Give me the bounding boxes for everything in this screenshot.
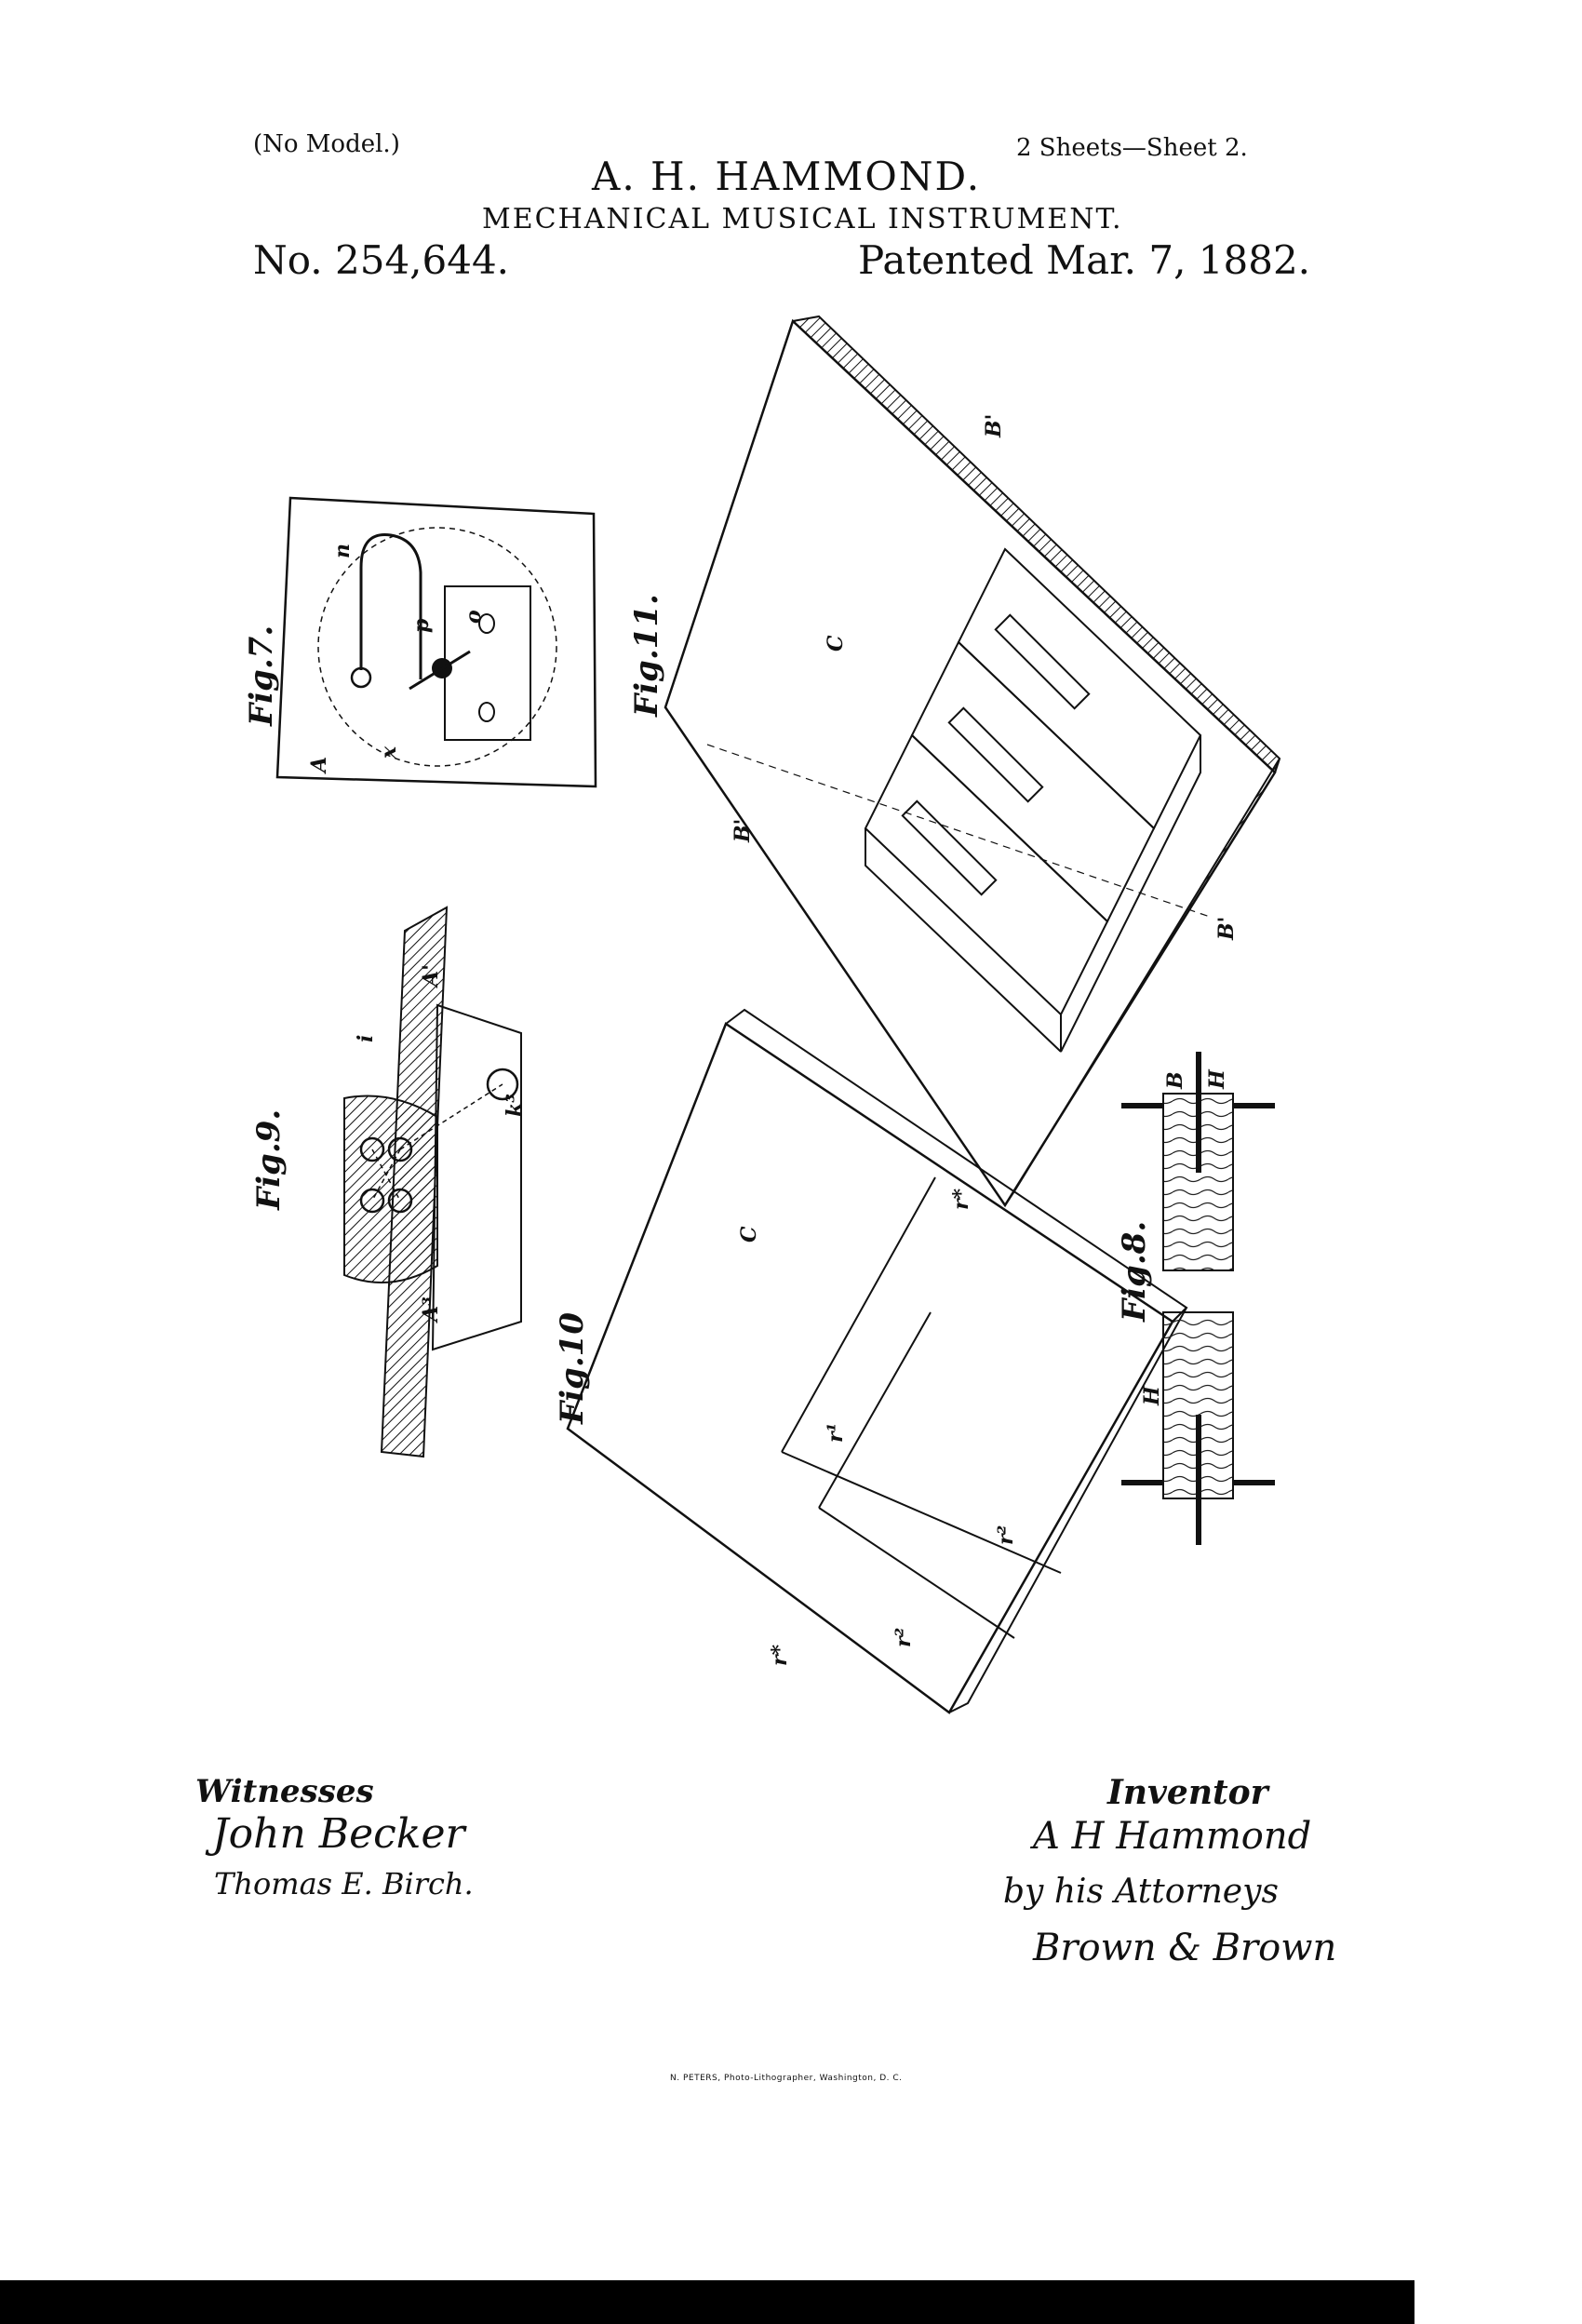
fig11-letter-C: C	[824, 635, 848, 652]
attorney-signature: Brown & Brown	[1033, 1927, 1337, 1969]
fig10-letter-r2b: r²	[892, 1628, 916, 1647]
figure-9: Fig.9. A' i k³ A³	[250, 906, 527, 1458]
fig11-label: Fig.11.	[628, 594, 665, 718]
patent-date: Patented Mar. 7, 1882.	[858, 237, 1311, 283]
fig10-letter-C: C	[737, 1226, 761, 1243]
inventor-heading: Inventor	[1107, 1773, 1268, 1812]
fig10-label: Fig.10	[554, 1312, 591, 1425]
fig11-letter-B2: B'	[731, 819, 755, 843]
witness-signature-2: Thomas E. Birch.	[214, 1866, 474, 1901]
fig8-letter-B: B	[1163, 1071, 1187, 1090]
fig9-letter-A1: A'	[419, 964, 443, 988]
fig11-letter-B3: B'	[1214, 917, 1239, 941]
figure-10: Fig.10 C r* r* r¹ r² r²	[554, 1008, 1188, 1714]
fig8-label: Fig.8.	[1116, 1221, 1153, 1323]
witnesses-heading: Witnesses	[195, 1773, 374, 1810]
fig7-letter-p: p	[409, 618, 434, 633]
sheet-note: 2 Sheets—Sheet 2.	[1016, 134, 1248, 162]
patent-title: MECHANICAL MUSICAL INSTRUMENT.	[482, 203, 1123, 235]
fig7-letter-o: o	[462, 610, 486, 624]
fig9-letter-A3: A³	[419, 1296, 443, 1323]
fig10-letter-r2a: r²	[994, 1525, 1018, 1545]
fig8-letter-H2: H	[1140, 1385, 1164, 1406]
inventor-signature: A H Hammond	[1033, 1815, 1312, 1858]
fig10-letter-r1: r¹	[824, 1423, 848, 1443]
fig10-letter-r-star1: r*	[949, 1188, 973, 1210]
figure-11: Fig.11. C B' B' B'	[628, 315, 1281, 1208]
fig11-letter-B1: B'	[982, 414, 1006, 438]
fig7-letter-n: n	[330, 544, 355, 558]
figure-7: Fig.7. A n p o x	[243, 496, 597, 788]
fig9-letter-i: i	[354, 1035, 378, 1042]
fig8-letter-H1: H	[1205, 1068, 1229, 1090]
fig10-letter-r-star2: r*	[768, 1644, 792, 1666]
printer-imprint: N. PETERS, Photo-Lithographer, Washingto…	[670, 2074, 903, 2083]
patent-number: No. 254,644.	[253, 237, 510, 283]
fig9-letter-k3: k³	[503, 1094, 527, 1117]
fig7-letter-A: A	[307, 757, 331, 774]
fig9-label: Fig.9.	[250, 1109, 288, 1211]
witness-signature-1: John Becker	[212, 1810, 465, 1858]
fig7-letter-x: x	[377, 746, 401, 759]
fig7-label: Fig.7.	[243, 625, 280, 727]
figure-8: Fig.8. B H H	[1116, 1052, 1275, 1545]
attorney-by-line: by his Attorneys	[1003, 1873, 1279, 1911]
scan-edge-bar	[0, 2280, 1414, 2324]
model-note: (No Model.)	[253, 130, 400, 158]
inventor-name-heading: A. H. HAMMOND.	[592, 154, 982, 199]
